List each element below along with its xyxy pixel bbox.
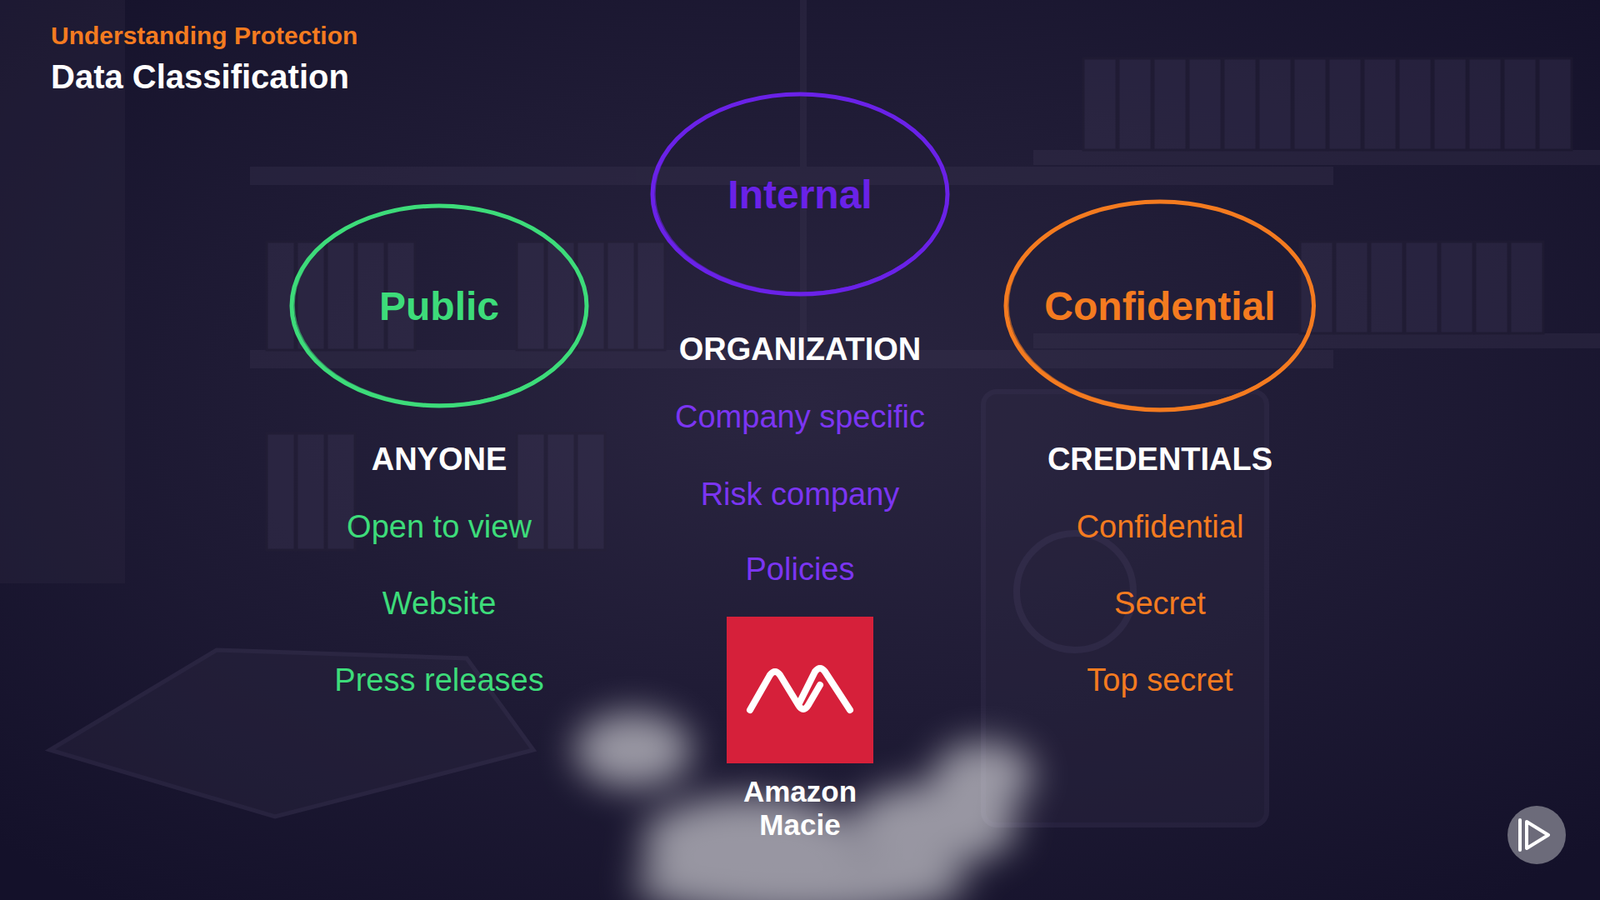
category-item: Secret bbox=[1114, 585, 1206, 622]
category-item: Top secret bbox=[1086, 662, 1233, 699]
icon-glyph bbox=[750, 668, 850, 710]
ellipse-sketch bbox=[294, 205, 586, 405]
category-heading: ORGANIZATION bbox=[679, 331, 922, 368]
macie-icon: Amazon Macie bbox=[708, 616, 892, 843]
category-item: Policies bbox=[745, 551, 855, 588]
service-name: Amazon Macie bbox=[708, 775, 892, 843]
category-item: Open to view bbox=[346, 509, 532, 545]
icon-square bbox=[726, 616, 874, 764]
macie-logo bbox=[726, 616, 874, 764]
ellipse-stroke bbox=[652, 94, 948, 295]
ellipse-stroke bbox=[291, 205, 587, 406]
public-ellipse: Public bbox=[289, 203, 590, 409]
section-label: Understanding Protection bbox=[50, 21, 358, 50]
category-item: Press releases bbox=[334, 662, 544, 699]
ellipse-sketch bbox=[1008, 201, 1314, 409]
category-item: Risk company bbox=[700, 476, 900, 513]
confidential-ellipse: Confidential bbox=[1003, 199, 1317, 413]
ellipse-sketch bbox=[655, 94, 947, 293]
category-item: Company specific bbox=[675, 399, 925, 435]
slide-title: Data Classification bbox=[50, 58, 350, 96]
ellipse-stroke bbox=[1005, 201, 1315, 410]
category-item: Confidential bbox=[1076, 509, 1245, 545]
internal-ellipse: Internal bbox=[650, 91, 950, 297]
category-item: Website bbox=[382, 585, 497, 622]
category-heading: ANYONE bbox=[371, 441, 508, 478]
class-name: Internal bbox=[727, 171, 872, 218]
category-heading: CREDENTIALS bbox=[1047, 441, 1273, 478]
class-name: Public bbox=[379, 283, 500, 330]
bookshelf-drawing bbox=[0, 0, 1600, 825]
play-button bbox=[1507, 805, 1566, 865]
class-name: Confidential bbox=[1044, 283, 1275, 330]
